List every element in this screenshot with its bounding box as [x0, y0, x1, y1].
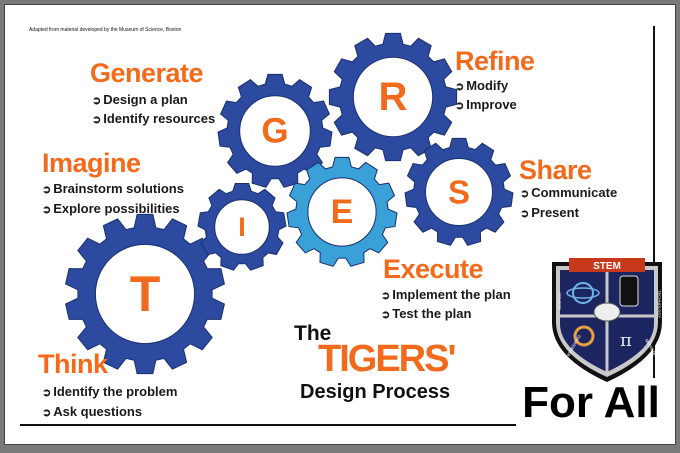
stage-heading-share: Share	[519, 157, 592, 184]
arrow-icon: ➲	[42, 407, 51, 419]
gear-letter: S	[448, 174, 470, 211]
stage-item: ➲Implement the plan	[381, 288, 511, 302]
stage-item-label: Implement the plan	[392, 287, 510, 302]
stage-item-label: Explore possibilities	[53, 201, 179, 216]
gear-letter: G	[261, 112, 288, 151]
stage-item-label: Brainstorm solutions	[53, 181, 184, 196]
gear-refine: R	[329, 33, 456, 160]
gear-letter: I	[238, 212, 246, 242]
gear-execute: E	[287, 157, 397, 266]
stage-heading-imagine: Imagine	[42, 150, 141, 177]
arrow-icon: ➲	[381, 309, 390, 321]
arrow-icon: ➲	[92, 95, 101, 107]
arrow-icon: ➲	[455, 81, 464, 93]
arrow-icon: ➲	[455, 100, 464, 112]
stage-item: ➲Modify	[455, 79, 508, 93]
stage-item-label: Identify resources	[103, 111, 215, 126]
stage-item-label: Identify the problem	[53, 384, 177, 399]
stage-item: ➲Present	[520, 206, 579, 220]
stage-item-label: Design a plan	[103, 92, 188, 107]
arrow-icon: ➲	[42, 387, 51, 399]
stage-item-label: Ask questions	[53, 404, 142, 419]
credit-note: Adapted from material developed by the M…	[29, 27, 181, 33]
stage-item: ➲Identify the problem	[42, 385, 177, 399]
gear-letter: E	[331, 193, 354, 231]
stage-item-label: Modify	[466, 78, 508, 93]
stage-item-label: Communicate	[531, 185, 617, 200]
stage-item-label: Present	[531, 205, 579, 220]
stage-item: ➲Test the plan	[381, 307, 471, 321]
arrow-icon: ➲	[42, 204, 51, 216]
stage-heading-think: Think	[38, 351, 108, 378]
arrow-icon: ➲	[381, 290, 390, 302]
stage-item-label: Improve	[466, 97, 517, 112]
title-tigers: TIGERS'	[318, 338, 455, 381]
arrow-icon: ➲	[92, 114, 101, 126]
gear-imagine: I	[198, 184, 286, 271]
stage-heading-generate: Generate	[90, 60, 203, 87]
gear-letter: T	[130, 266, 161, 322]
tagline-for-all: For All	[516, 378, 666, 428]
stage-item: ➲Explore possibilities	[42, 202, 180, 216]
stage-heading-refine: Refine	[455, 48, 535, 75]
arrow-icon: ➲	[520, 208, 529, 220]
title-subtitle: Design Process	[300, 381, 450, 404]
stage-heading-execute: Execute	[383, 256, 483, 283]
arrow-icon: ➲	[520, 188, 529, 200]
arrow-icon: ➲	[42, 184, 51, 196]
gear-letter: R	[379, 75, 408, 119]
stage-item: ➲Design a plan	[92, 93, 188, 107]
stage-item: ➲Communicate	[520, 186, 617, 200]
stage-item: ➲Brainstorm solutions	[42, 182, 184, 196]
stage-item: ➲Ask questions	[42, 405, 142, 419]
stage-item-label: Test the plan	[392, 306, 471, 321]
stage-item: ➲Identify resources	[92, 112, 215, 126]
stage-item: ➲Improve	[455, 98, 517, 112]
